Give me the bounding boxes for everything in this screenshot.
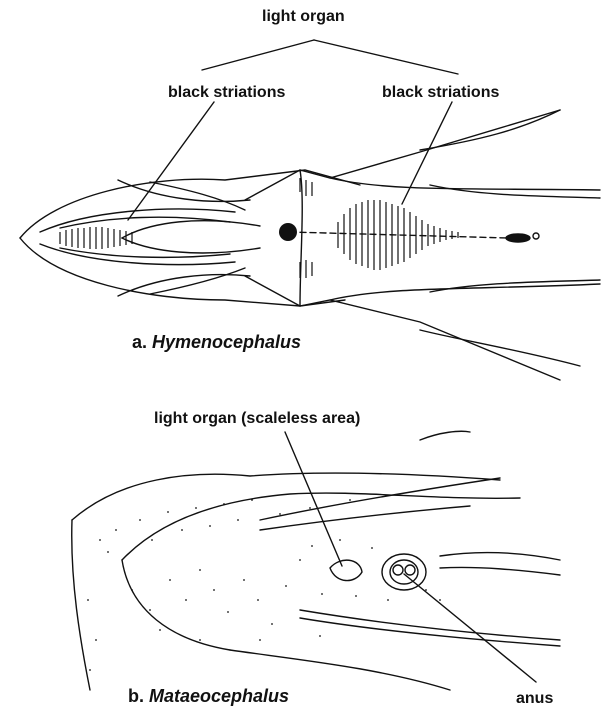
left-striations-leader xyxy=(128,102,214,220)
right-black-striations-label: black striations xyxy=(382,84,499,102)
left-black-striations-label: black striations xyxy=(168,84,285,102)
figure-a-caption-prefix: a. xyxy=(132,332,152,352)
light-organ-leader-right xyxy=(314,40,458,74)
figure-a-caption: a. Hymenocephalus xyxy=(132,332,301,353)
light-organ-b-leader xyxy=(285,432,342,566)
figure-a-light-organ-dot xyxy=(279,223,297,241)
light-organ-leader-left xyxy=(202,40,314,70)
figure-b-caption-prefix: b. xyxy=(128,686,149,706)
figure-a-right-striations xyxy=(300,178,458,278)
figure-a-left-striations xyxy=(60,227,132,249)
figure-b-caption-genus: Mataeocephalus xyxy=(149,686,289,706)
anus-label: anus xyxy=(516,690,553,708)
figure-b-fish-drawing xyxy=(72,431,560,690)
light-organ-scaleless-label: light organ (scaleless area) xyxy=(154,410,360,428)
figure-a-fish-drawing xyxy=(20,40,600,380)
light-organ-label: light organ xyxy=(262,8,345,26)
figure-b-caption: b. Mataeocephalus xyxy=(128,686,289,707)
figure-a-caption-genus: Hymenocephalus xyxy=(152,332,301,352)
